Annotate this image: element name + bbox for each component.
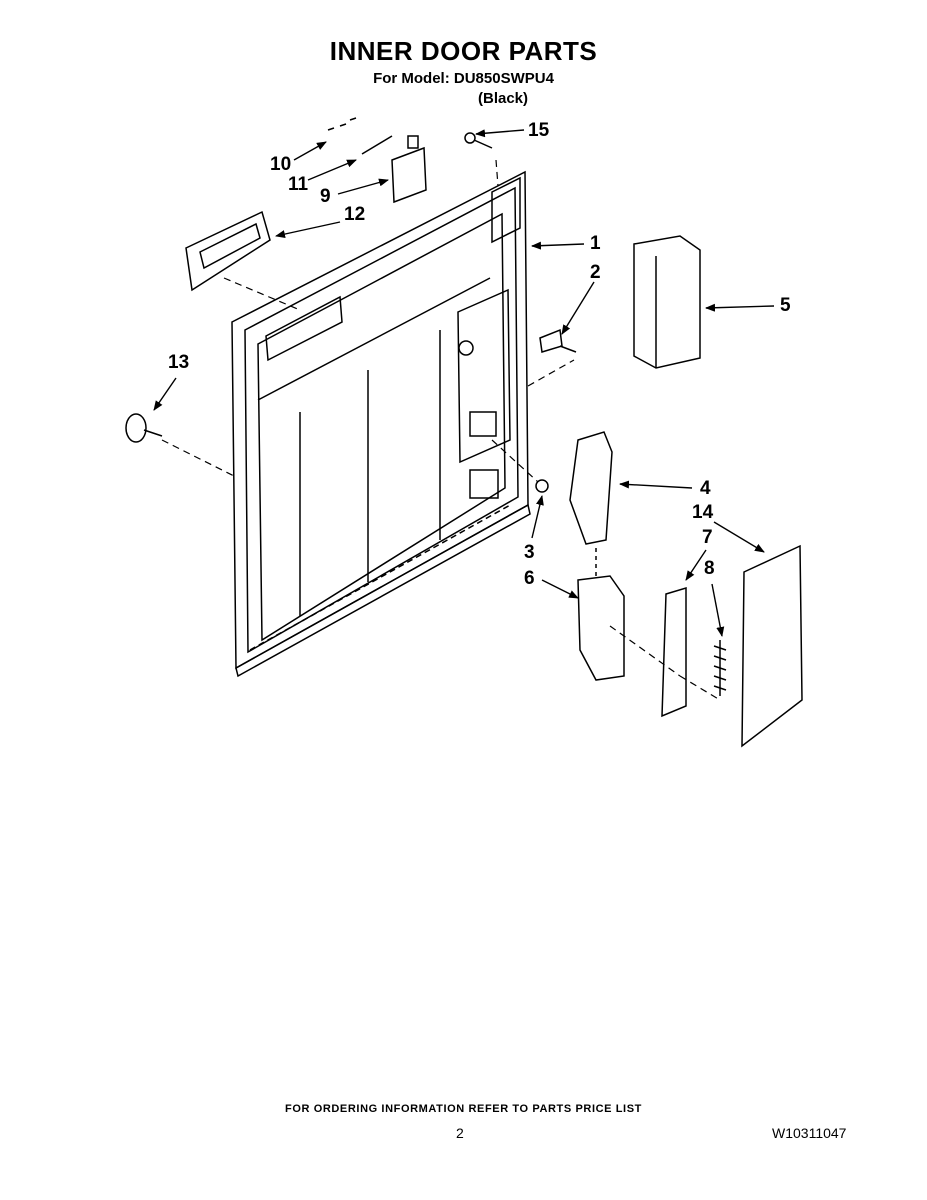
callout-15: 15: [528, 120, 550, 141]
document-id: W10311047: [772, 1125, 847, 1141]
bracket-part: [661, 586, 687, 718]
page-number: 2: [456, 1125, 464, 1141]
latch-assembly-part: [633, 235, 701, 369]
cover-cap-part: [391, 135, 427, 204]
model-line: For Model: DU850SWPU4: [373, 70, 554, 87]
model-variant: (Black): [478, 90, 529, 107]
callout-2: 2: [590, 262, 601, 283]
screw-part: [464, 132, 493, 149]
ordering-info-note: FOR ORDERING INFORMATION REFER TO PARTS …: [285, 1103, 642, 1115]
leader-lines: [153, 129, 775, 637]
callout-3: 3: [524, 542, 535, 563]
inner-door-panel: [231, 170, 531, 678]
callout-6: 6: [524, 568, 535, 589]
callout-11: 11: [288, 174, 309, 195]
callout-4: 4: [700, 478, 711, 499]
knob-part: [125, 413, 163, 443]
callout-10: 10: [270, 154, 292, 175]
callout-8: 8: [704, 558, 715, 579]
callout-13: 13: [168, 352, 190, 373]
nut-part: [535, 479, 549, 493]
callout-7: 7: [702, 527, 713, 548]
callout-14: 14: [692, 502, 714, 523]
callout-5: 5: [780, 295, 791, 316]
latch-lever-part: [569, 431, 625, 681]
page-title: INNER DOOR PARTS: [329, 36, 598, 66]
small-spring-rod: [327, 117, 393, 155]
callout-9: 9: [320, 186, 331, 207]
alignment-lines: [161, 159, 721, 701]
strike-part: [539, 328, 577, 353]
callout-1: 1: [590, 233, 601, 254]
side-cover-panel: [741, 544, 803, 748]
latch-spring-part: [713, 640, 727, 696]
door-handle-part: [185, 210, 271, 292]
callout-12: 12: [344, 204, 366, 225]
